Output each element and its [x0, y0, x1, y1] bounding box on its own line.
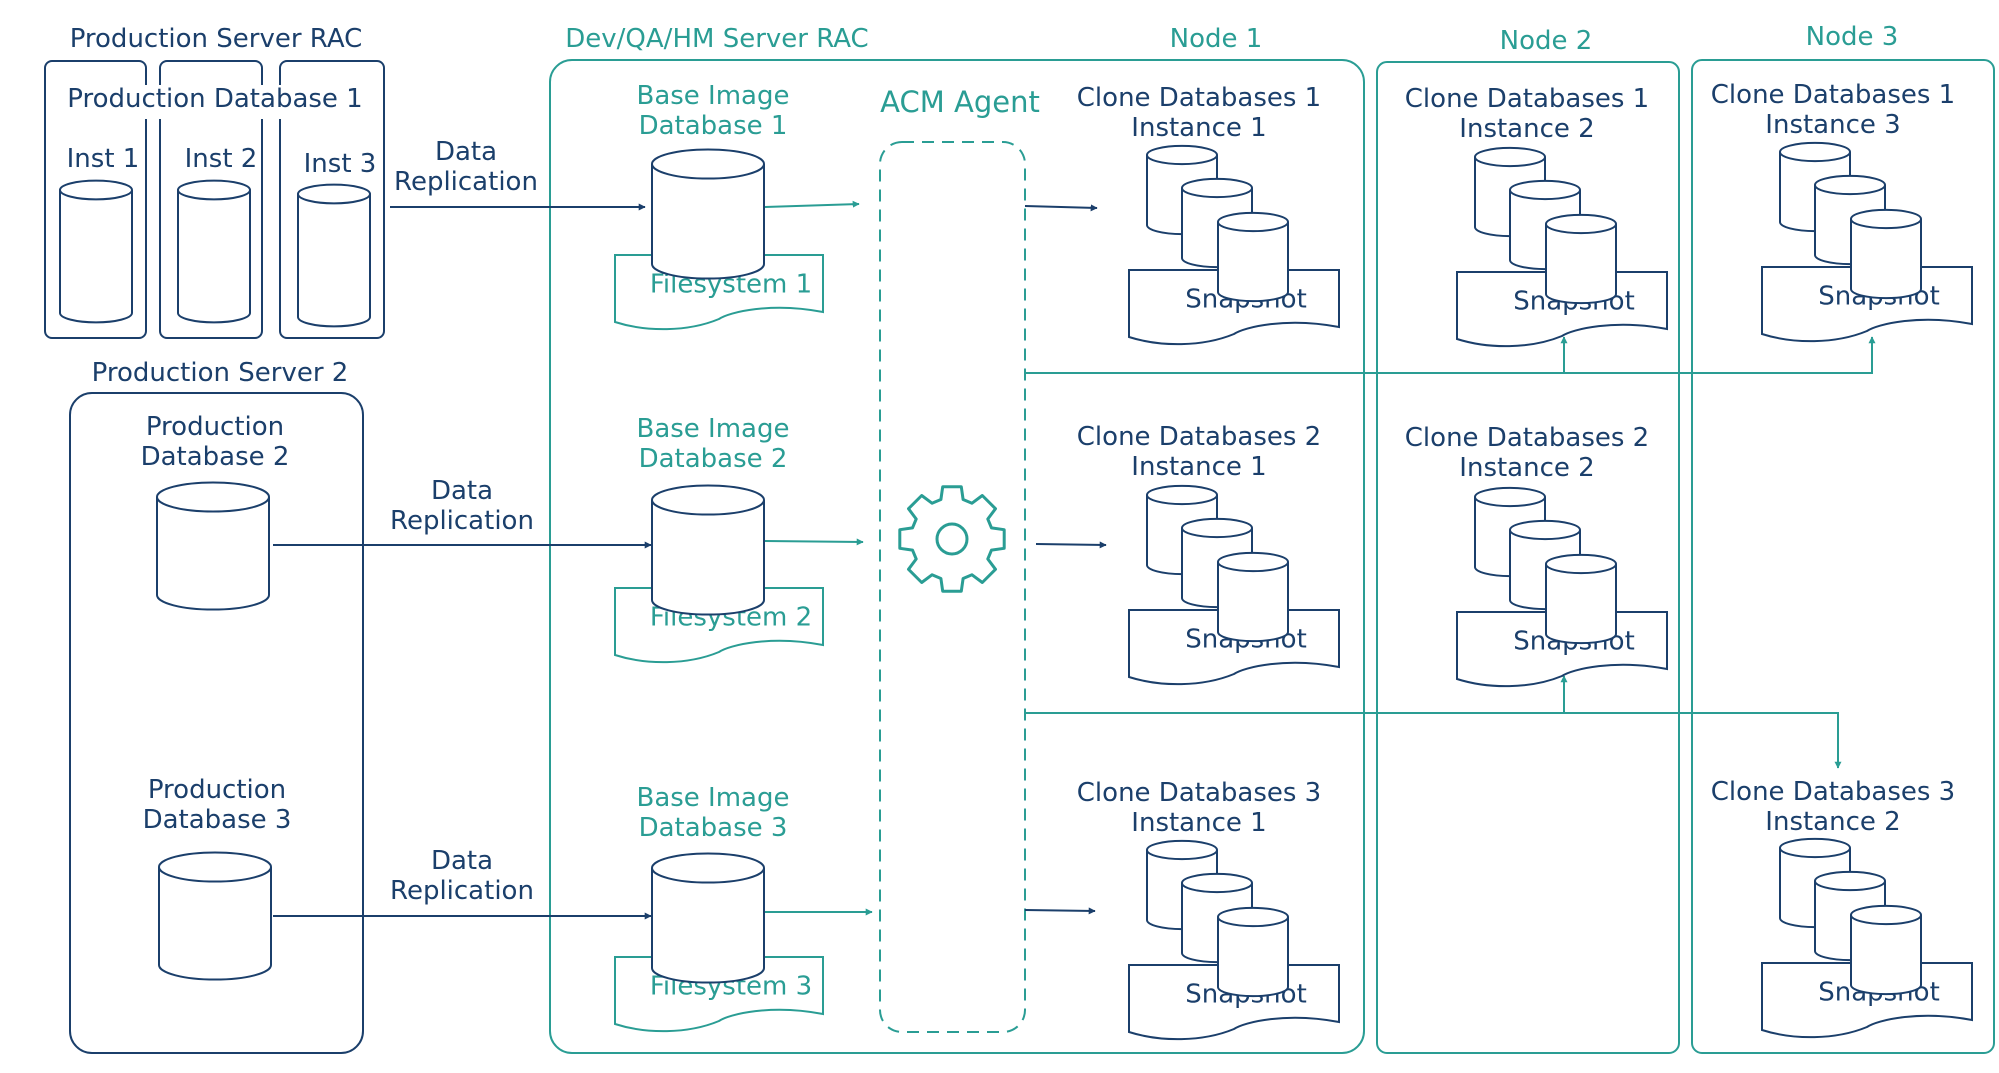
dev-rac-title: Dev/QA/HM Server RAC	[565, 24, 868, 54]
inst-1-database-icon	[59, 179, 133, 324]
base-image-3-database-icon	[651, 852, 765, 984]
clone-n1-2-label-2: Instance 1	[1131, 452, 1266, 482]
node-2-title: Node 2	[1500, 26, 1593, 56]
clone-n2-2-label-1: Clone Databases 2	[1405, 423, 1649, 453]
base-image-1-label-2: Database 1	[639, 111, 788, 141]
clone-n3-2-label-2: Instance 2	[1765, 807, 1900, 837]
node-1-title: Node 1	[1170, 24, 1263, 54]
production-server-2-title: Production Server 2	[92, 358, 349, 388]
agent-in-arrow-1	[764, 200, 860, 208]
clone-n3-2-db-3	[1850, 904, 1922, 996]
production-database-3-label-2: Database 3	[143, 805, 292, 835]
clone-n2-1-db-3	[1545, 213, 1617, 305]
agent-out-arrow-1	[1024, 204, 1098, 212]
clone-n2-1-label-1: Clone Databases 1	[1405, 84, 1649, 114]
clone-n1-3-db-3	[1217, 906, 1289, 998]
base-image-2-database-icon	[651, 484, 765, 616]
inst-2-label: Inst 2	[185, 144, 258, 174]
replication-3-label-2: Replication	[390, 876, 534, 906]
inst-2-database-icon	[177, 179, 251, 324]
connectors	[273, 200, 1876, 920]
clone-labels: Clone Databases 1 Instance 1 Clone Datab…	[1077, 80, 1955, 838]
inst-1-label: Inst 1	[67, 144, 140, 174]
base-image-2-label-2: Database 2	[639, 444, 788, 474]
clone-1-distribution-line	[1025, 336, 1876, 374]
production-server-2: Production Server 2 Production Database …	[69, 358, 364, 1054]
production-database-2-icon	[156, 481, 270, 611]
clone-n1-1-label-1: Clone Databases 1	[1077, 83, 1321, 113]
acm-agent-title: ACM Agent	[880, 85, 1040, 119]
replication-2-label-2: Replication	[390, 506, 534, 536]
dev-server-rac: Dev/QA/HM Server RAC Node 1 Base Image D…	[549, 24, 1365, 1054]
gear-icon	[898, 485, 1006, 593]
clone-n2-1-label-2: Instance 2	[1459, 114, 1594, 144]
clone-n2-2-label-2: Instance 2	[1459, 453, 1594, 483]
base-image-2-label-1: Base Image	[636, 414, 789, 444]
base-image-1-label-1: Base Image	[636, 81, 789, 111]
base-image-3-label-1: Base Image	[636, 783, 789, 813]
clone-n3-1-label-1: Clone Databases 1	[1711, 80, 1955, 110]
agent-out-arrow-2	[1035, 541, 1107, 549]
base-image-1-database-icon	[651, 148, 765, 280]
clone-n1-2-db-3	[1217, 551, 1289, 643]
replication-labels: Data Replication Data Replication Data R…	[390, 137, 538, 906]
production-server-rac: Production Server RAC Production Databas…	[44, 24, 385, 339]
clone-n1-1-label-2: Instance 1	[1131, 113, 1266, 143]
clone-n1-3-label-2: Instance 1	[1131, 808, 1266, 838]
node-2: Node 2	[1376, 26, 1680, 1054]
production-database-3-icon	[158, 851, 272, 981]
inst-3-database-icon	[297, 183, 371, 328]
clone-n1-3-label-1: Clone Databases 3	[1077, 778, 1321, 808]
node-3-title: Node 3	[1806, 22, 1899, 52]
node-3: Node 3	[1691, 22, 1995, 1054]
replication-1-label-1: Data	[435, 137, 497, 167]
clone-n1-2-label-1: Clone Databases 2	[1077, 422, 1321, 452]
clone-n1-1-db-3	[1217, 211, 1289, 303]
replication-2-label-1: Data	[431, 476, 493, 506]
clone-n2-2-db-3	[1545, 553, 1617, 645]
clone-n3-2-label-1: Clone Databases 3	[1711, 777, 1955, 807]
production-rac-title: Production Server RAC	[70, 24, 363, 54]
clone-n3-1-label-2: Instance 3	[1765, 110, 1900, 140]
production-database-3-label-1: Production	[148, 775, 286, 805]
production-database-2-label-2: Database 2	[141, 442, 290, 472]
production-database-1-label: Production Database 1	[67, 84, 362, 114]
acm-agent-box	[879, 141, 1026, 1033]
base-image-3-label-2: Database 3	[639, 813, 788, 843]
production-database-2-label-1: Production	[146, 412, 284, 442]
agent-out-arrow-3	[1024, 907, 1096, 915]
inst-3-label: Inst 3	[304, 149, 377, 179]
replication-1-label-2: Replication	[394, 167, 538, 197]
clone-n3-1-db-3	[1850, 208, 1922, 300]
clone-3-distribution-line	[1025, 712, 1842, 769]
replication-3-label-1: Data	[431, 846, 493, 876]
agent-in-arrow-2	[764, 538, 864, 546]
